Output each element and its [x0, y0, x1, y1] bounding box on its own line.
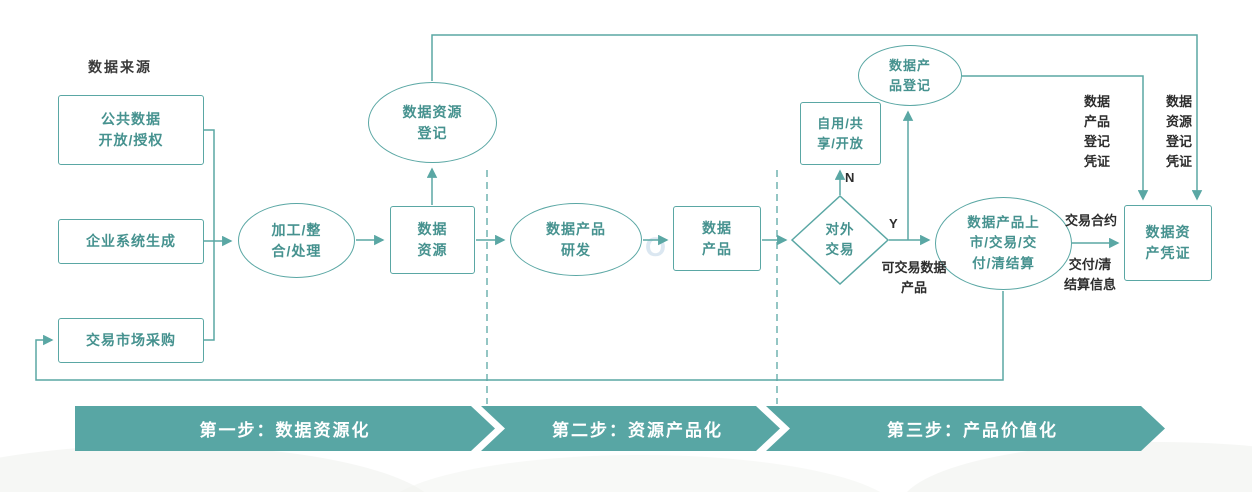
resource-registration-certificate-label: 数据 资源 登记 凭证	[1165, 94, 1192, 170]
step-banner-1-label: 第一步：数据资源化	[199, 421, 371, 440]
connector-feedback-to-market	[35, 291, 1004, 381]
listing-trading-ellipse: 数据产品上 市/交易/交 付/清结算	[935, 197, 1072, 290]
resource-registration-ellipse: 数据资源 登记	[368, 82, 497, 163]
step-banner-3-label: 第三步：产品价值化	[887, 421, 1058, 440]
process-ellipse: 加工/整 合/处理	[238, 203, 355, 278]
data-resource-box: 数据 资源	[390, 206, 475, 274]
step-banner-2: 第二步：资源产品化	[481, 406, 780, 451]
source-box-public-data: 公共数据 开放/授权	[58, 95, 204, 165]
data-asset-certificate-box: 数据资 产凭证	[1124, 205, 1212, 281]
data-product-box: 数据 产品	[673, 206, 761, 271]
tradable-product-label: 可交易数据 产品	[881, 260, 947, 296]
decision-yes-label: Y	[889, 216, 898, 231]
data-sources-title: 数据来源	[88, 59, 152, 75]
connector-source-collector	[204, 129, 215, 341]
decision-diamond-shape	[790, 194, 890, 286]
step-banner-3: 第三步：产品价值化	[766, 406, 1165, 451]
decision-external-trade-label: 对外 交易	[825, 221, 855, 257]
product-registration-ellipse: 数据产 品登记	[858, 45, 962, 106]
product-registration-certificate-label: 数据 产品 登记 凭证	[1083, 94, 1110, 170]
decision-no-label: N	[845, 170, 855, 185]
connector-registration-top-to-certificate	[431, 34, 1203, 201]
step-banner-1: 第一步：数据资源化	[75, 406, 495, 451]
source-box-trading-market: 交易市场采购	[58, 318, 204, 363]
source-box-enterprise-system: 企业系统生成	[58, 219, 204, 264]
trade-contract-label: 交易合约	[1064, 213, 1117, 228]
delivery-settlement-label: 交付/清 结算信息	[1063, 257, 1116, 293]
connector-product-registration-to-certificate	[962, 75, 1149, 201]
step-banner-2-label: 第二步：资源产品化	[552, 421, 723, 440]
self-use-share-open-box: 自用/共 享/开放	[800, 102, 881, 165]
product-rnd-ellipse: 数据产品 研发	[510, 203, 642, 276]
